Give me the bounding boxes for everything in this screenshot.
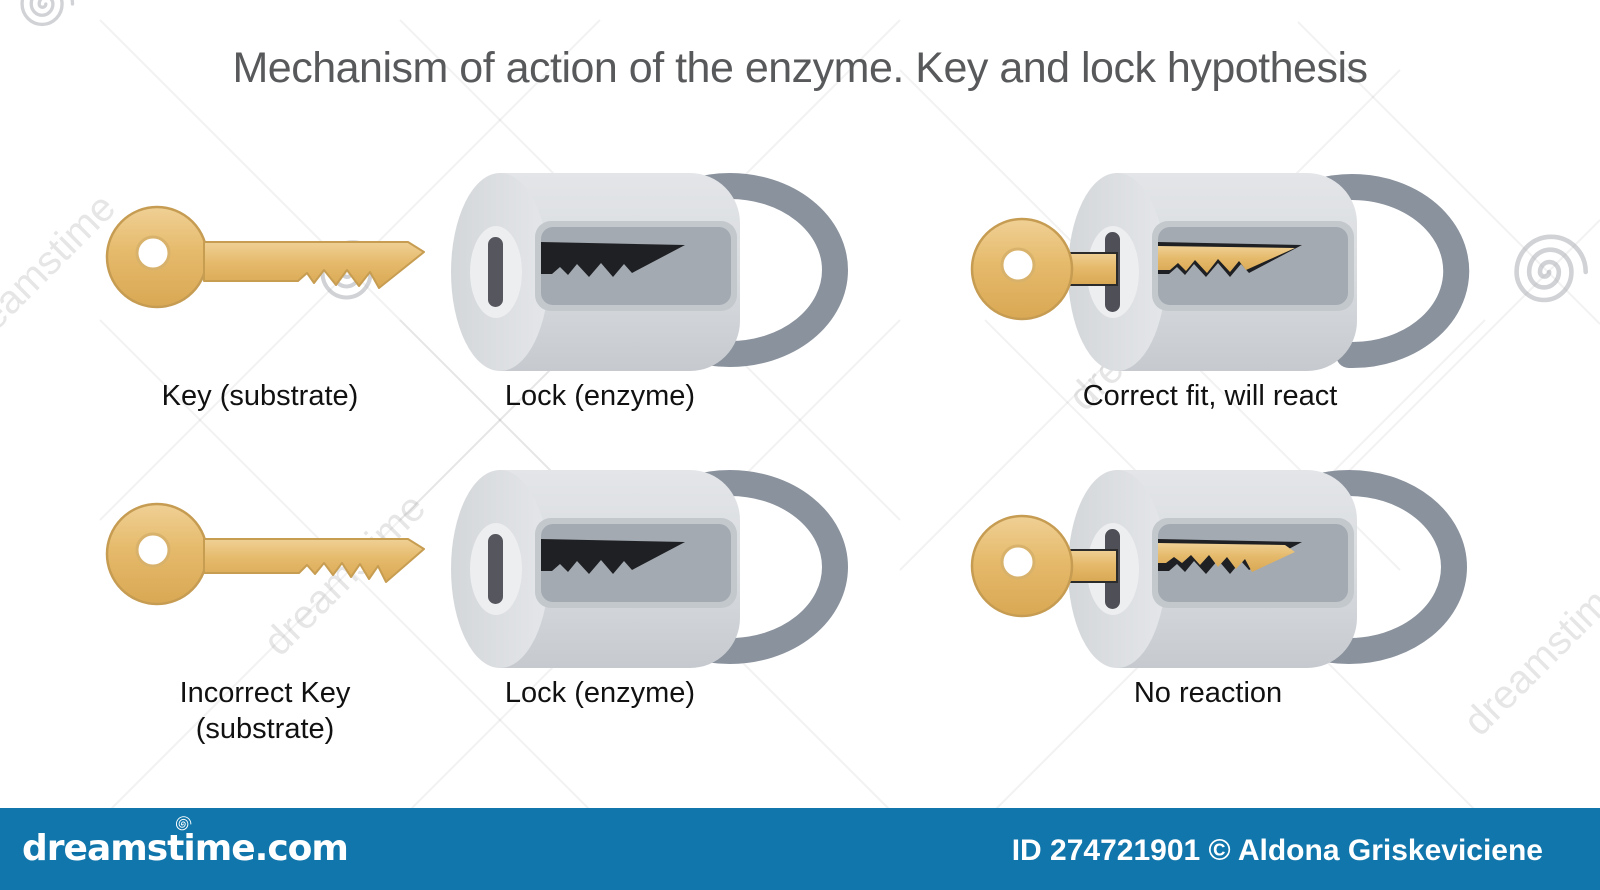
lock-enzyme-figure-1 [430, 165, 870, 385]
image-credit: ID 274721901 © Aldona Griskeviciene [1011, 834, 1543, 867]
key-shaft [1064, 549, 1118, 583]
watermark-spiral-icon [1500, 224, 1596, 320]
logo-spiral-icon [175, 816, 192, 831]
gold-key-incorrect-icon [105, 502, 425, 606]
caption-lock-enzyme-2: Lock (enzyme) [504, 677, 696, 709]
no-reaction-figure [965, 462, 1495, 682]
padlock-closed-icon [451, 173, 848, 371]
caption-incorrect-key: Incorrect Key (substrate) [180, 675, 351, 748]
key-substrate-figure [100, 195, 435, 325]
correct-fit-figure [965, 165, 1495, 385]
caption-lock-enzyme-1: Lock (enzyme) [504, 380, 696, 412]
dreamstime-logo-text: dreamstime.com [22, 828, 349, 869]
page-title: Mechanism of action of the enzyme. Key a… [232, 44, 1368, 92]
caption-incorrect-key-line2: (substrate) [195, 713, 335, 746]
key-blade-fitted [1158, 246, 1295, 273]
caption-key-substrate: Key (substrate) [161, 380, 359, 412]
caption-correct-fit: Correct fit, will react [1082, 380, 1338, 412]
gold-key-icon [105, 205, 425, 309]
watermark-footer-bar: dreamstime.com ID 274721901 © Aldona Gri… [0, 808, 1600, 890]
caption-incorrect-key-line1: Incorrect Key [179, 677, 351, 709]
dreamstime-logo: dreamstime.com [22, 816, 349, 869]
incorrect-key-figure [100, 492, 435, 622]
padlock-closed-with-key-icon [970, 470, 1467, 668]
shackle-open [1304, 174, 1470, 369]
keyway-silhouette [541, 539, 685, 574]
keyhole [488, 237, 503, 307]
keyway-silhouette [541, 242, 685, 277]
keyhole [488, 534, 503, 604]
key-blade-mismatched [1158, 543, 1295, 572]
lock-enzyme-figure-2 [430, 462, 870, 682]
padlock-closed-icon [451, 470, 848, 668]
padlock-open-with-key-icon [970, 173, 1470, 371]
watermark-spiral-icon [20, 0, 75, 27]
key-shaft [1064, 252, 1118, 286]
caption-no-reaction: No reaction [1133, 677, 1283, 709]
